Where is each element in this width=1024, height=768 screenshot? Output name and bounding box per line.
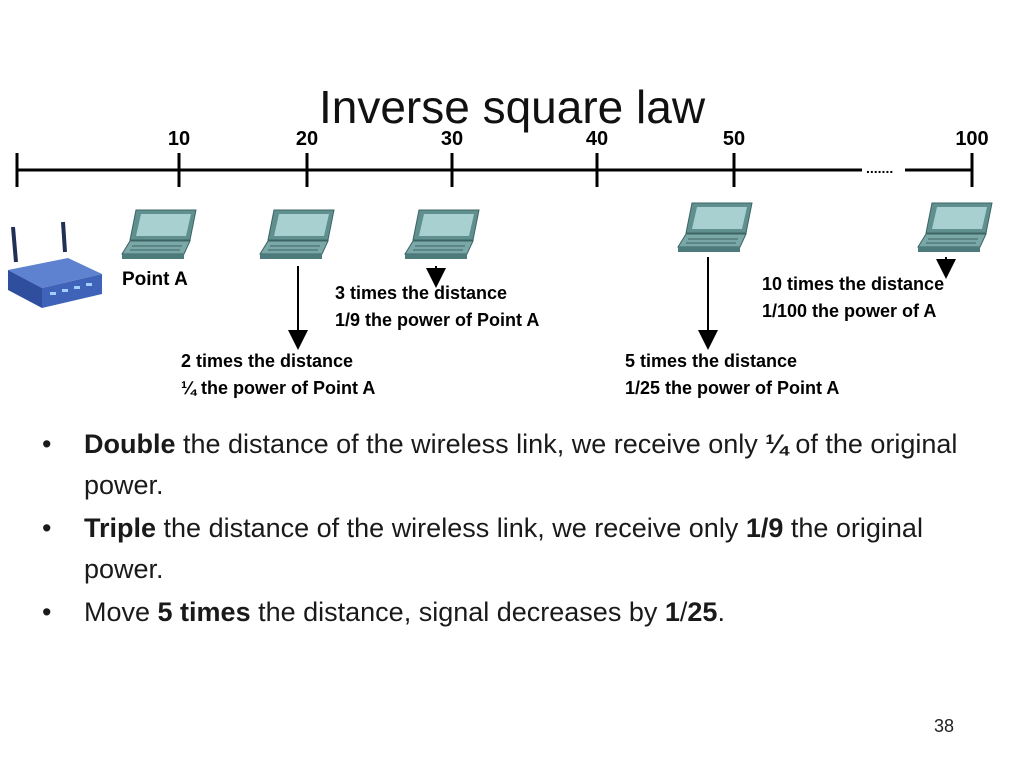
bullet-text: the distance of the wireless link, we re… xyxy=(175,429,766,459)
annotation-3x-line1: 3 times the distance xyxy=(335,283,508,303)
bullet-bold-numerator: 1 xyxy=(664,597,680,627)
bullet-dot-icon: • xyxy=(42,429,52,459)
tick-label-10: 10 xyxy=(167,128,191,150)
bullet-bold-denominator: 25 xyxy=(687,597,718,627)
annotation-5x: 5 times the distance 1/25 the power of P… xyxy=(625,348,839,402)
bullet-bold-fraction: 1/9 xyxy=(745,513,784,543)
scale-break-marker: ....... xyxy=(866,160,893,176)
annotation-5x-line2: 1/25 the power of Point A xyxy=(625,378,840,398)
laptop-icon-point-a xyxy=(121,209,197,260)
point-a-label: Point A xyxy=(122,269,188,290)
bullet-text-start: Move xyxy=(84,597,158,627)
annotation-10x-line2: 1/100 the power of A xyxy=(762,301,937,321)
tick-label-50: 50 xyxy=(722,128,746,150)
annotation-2x-line2: ¼ the power of Point A xyxy=(181,378,376,398)
bullet-item-double: • Double the distance of the wireless lin… xyxy=(42,424,982,506)
laptop-icon-50 xyxy=(677,202,753,253)
bullet-text: the distance, signal decreases by xyxy=(250,597,665,627)
bullet-list: • Double the distance of the wireless lin… xyxy=(42,424,982,635)
tick-label-30: 30 xyxy=(440,128,464,150)
tick-label-40: 40 xyxy=(585,128,609,150)
distance-diagram: ....... xyxy=(8,153,993,350)
slide-title: Inverse square law xyxy=(318,81,706,133)
laptop-icon-30 xyxy=(404,209,480,260)
bullet-item-five-times: • Move 5 times the distance, signal decre… xyxy=(42,592,982,633)
laptop-icon-20 xyxy=(259,209,335,260)
annotation-10x: 10 times the distance 1/100 the power of… xyxy=(762,271,944,325)
bullet-item-triple: • Triple the distance of the wireless lin… xyxy=(42,508,982,590)
tick-label-20: 20 xyxy=(295,128,319,150)
bullet-text-end: of the original power. xyxy=(84,429,958,500)
bullet-text-end: . xyxy=(717,597,725,627)
tick-label-100: 100 xyxy=(955,128,989,150)
bullet-text: the distance of the wireless link, we re… xyxy=(156,513,746,543)
bullet-bold-triple: Triple xyxy=(84,513,157,543)
bullet-slash: / xyxy=(679,597,688,627)
annotation-2x: 2 times the distance ¼ the power of Poin… xyxy=(181,348,375,402)
bullet-text-end: the original power. xyxy=(84,513,923,584)
annotation-10x-line1: 10 times the distance xyxy=(762,274,945,294)
bullet-bold-double: Double xyxy=(84,429,176,459)
wireless-router-icon xyxy=(8,221,102,308)
page-number: 38 xyxy=(933,716,954,736)
annotation-3x: 3 times the distance 1/9 the power of Po… xyxy=(335,280,539,334)
annotation-2x-line1: 2 times the distance xyxy=(181,351,354,371)
bullet-bold-fraction: ¼ xyxy=(765,429,788,459)
bullet-bold-five-times: 5 times xyxy=(157,597,251,627)
annotation-3x-line2: 1/9 the power of Point A xyxy=(335,310,540,330)
bullet-dot-icon: • xyxy=(42,513,52,543)
laptop-icon-100 xyxy=(917,202,993,253)
annotation-5x-line1: 5 times the distance xyxy=(625,351,798,371)
bullet-dot-icon: • xyxy=(42,597,52,627)
